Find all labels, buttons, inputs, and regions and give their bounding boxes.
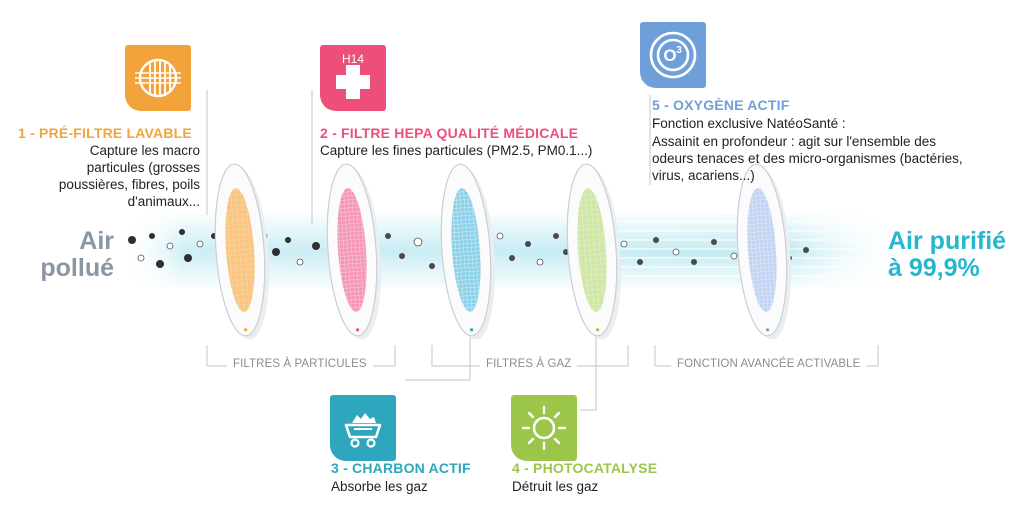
prefilter-disc-dot (243, 328, 248, 332)
bracket-advanced (654, 345, 879, 367)
bracket-gas (431, 345, 629, 367)
hepa-disc-dot (355, 328, 360, 332)
oxygen-disc-media (747, 188, 777, 312)
charcoal-title: 3 - CHARBON ACTIF (331, 460, 471, 476)
photocatalysis-disc-media (577, 188, 607, 312)
particle (149, 233, 155, 239)
particle (653, 237, 659, 243)
particle (711, 239, 717, 245)
prefilter-description: Capture les macro particules (grosses po… (10, 142, 200, 210)
prefilter-desc-line2: particules (grosses (86, 160, 200, 175)
particle (128, 236, 136, 244)
charcoal-disc-dot (469, 328, 474, 332)
output-air-line1: Air purifié (888, 227, 1007, 255)
particle (272, 248, 280, 256)
particle (637, 259, 643, 265)
connector-lines (206, 90, 879, 411)
ozone-icon: O 3 (649, 31, 697, 79)
medical-cross-icon: H14 (336, 52, 370, 99)
hepa-disc-media (337, 188, 367, 312)
prefilter-disc-media (225, 188, 255, 312)
hepa-title: 2 - FILTRE HEPA QUALITÉ MÉDICALE (320, 125, 579, 141)
grid-filter-icon (135, 58, 181, 98)
prefilter-disc (214, 163, 269, 340)
particle (196, 240, 204, 248)
input-air-line1: Air (79, 227, 114, 255)
oxygen-badge-text: O (663, 46, 676, 65)
particle (179, 229, 185, 235)
prefilter-desc-line1: Capture les macro (89, 143, 200, 158)
oxygen-badge: O 3 (640, 22, 706, 88)
particle (429, 263, 435, 269)
photocatalysis-disc (566, 163, 621, 340)
hepa-badge-text: H14 (342, 52, 364, 66)
particle (620, 240, 628, 248)
particle (285, 237, 291, 243)
particle (672, 248, 680, 256)
coal-cart-icon (344, 413, 382, 448)
oxygen-disc (736, 163, 791, 340)
group-gas-filters: FILTRES À GAZ (480, 358, 578, 370)
hepa-disc (326, 163, 381, 340)
prefilter-desc-line4: d'animaux... (127, 194, 200, 209)
particle (525, 241, 531, 247)
particle (691, 259, 697, 265)
charcoal-badge (330, 395, 396, 461)
photocatalysis-line (580, 330, 597, 411)
oxygen-title: 5 - OXYGÈNE ACTIF (652, 97, 790, 113)
particle (156, 260, 164, 268)
particle (509, 255, 515, 261)
photocatalysis-title: 4 - PHOTOCATALYSE (512, 460, 658, 476)
oxygen-desc-line2: odeurs tenaces et des micro-organismes (… (652, 151, 963, 166)
particle (730, 252, 738, 260)
input-air-label: Air pollué (40, 228, 114, 282)
group-particle-filters: FILTRES À PARTICULES (227, 358, 373, 370)
particle (137, 254, 145, 262)
oxygen-desc-line1: Assainit en profondeur : agit sur l'ense… (652, 134, 936, 149)
charcoal-disc (440, 163, 495, 340)
charcoal-description: Absorbe les gaz (331, 479, 428, 494)
oxygen-description: Assainit en profondeur : agit sur l'ense… (652, 133, 963, 184)
particle (803, 247, 809, 253)
hepa-description: Capture les fines particules (PM2.5, PM0… (320, 143, 593, 158)
prefilter-desc-line3: poussières, fibres, poils (58, 177, 200, 192)
output-air-label: Air purifié à 99,9% (888, 228, 1018, 282)
particle (312, 242, 320, 250)
charcoal-line (405, 330, 471, 381)
sun-icon (521, 405, 567, 451)
photocatalysis-disc-dot (595, 328, 600, 332)
prefilter-badge (125, 45, 191, 111)
oxygen-desc-line3: virus, acariens...) (652, 168, 755, 183)
oxygen-disc-dot (765, 328, 770, 332)
particle (496, 232, 504, 240)
filter-discs (214, 163, 791, 340)
particle (413, 237, 423, 247)
group-advanced-function: FONCTION AVANCÉE ACTIVABLE (671, 358, 867, 370)
photocatalysis-description: Détruit les gaz (512, 479, 599, 494)
particle (399, 253, 405, 259)
oxygen-subtitle: Fonction exclusive NatéoSanté : (652, 116, 846, 131)
particle (166, 242, 174, 250)
input-air-line2: pollué (40, 254, 114, 282)
particle (553, 233, 559, 239)
bracket-particles (206, 345, 396, 367)
oxygen-badge-sup: 3 (676, 45, 682, 56)
photocatalysis-badge (511, 395, 577, 461)
particle (536, 258, 544, 266)
charcoal-disc-media (451, 188, 481, 312)
prefilter-title: 1 - PRÉ-FILTRE LAVABLE (18, 125, 192, 141)
hepa-badge: H14 (320, 45, 386, 111)
output-air-line2: à 99,9% (888, 254, 980, 282)
particle (385, 233, 391, 239)
particle (296, 258, 304, 266)
particle (184, 254, 192, 262)
